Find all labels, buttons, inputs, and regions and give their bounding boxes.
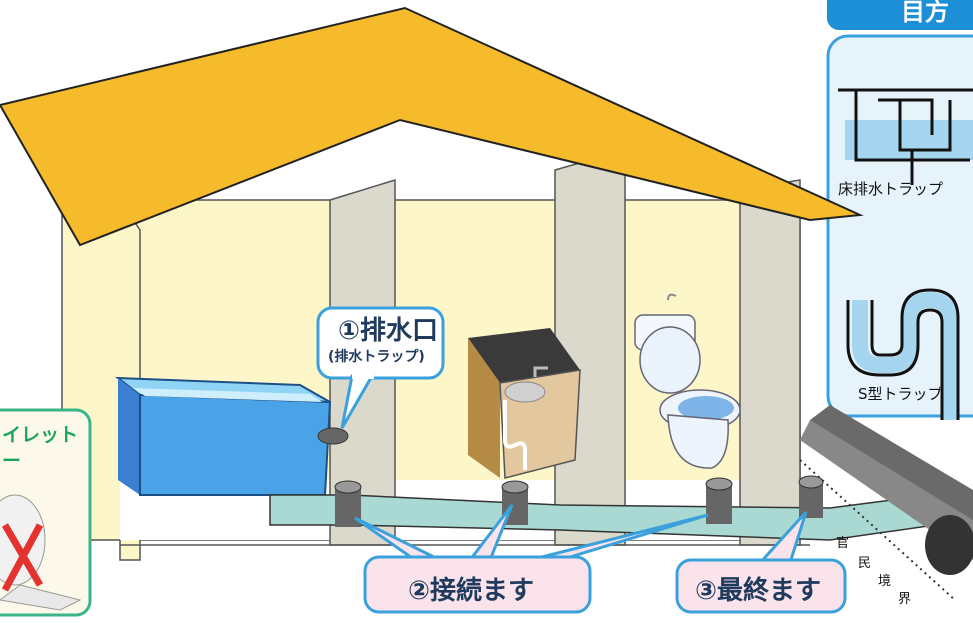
callout-connect-label: ②接続ます: [408, 576, 535, 606]
boundary-char-4: 界: [898, 592, 912, 607]
left-panel-title-2: ー: [2, 450, 22, 472]
partition-3: [739, 179, 801, 546]
no-mark-icon: [1, 523, 44, 592]
callout-final-bubble: [675, 510, 847, 614]
boundary-line: [799, 459, 956, 601]
callout-drain-main: ①排水口: [338, 316, 439, 346]
trap-panel-header: 目方: [901, 0, 949, 26]
bathtub-icon: [114, 376, 332, 496]
connect-masu-3-icon: [705, 477, 733, 524]
final-masu-icon: [798, 475, 824, 518]
sewer-main-icon: [800, 405, 973, 575]
boundary-char-2: 民: [858, 556, 872, 571]
connect-masu-2-icon: [501, 480, 529, 525]
partition-2: [554, 149, 626, 546]
floor-drain-grate-icon: [317, 427, 349, 445]
callout-connect-bubble: [354, 504, 709, 614]
floor-drain-trap-label: 床排水トラップ: [838, 180, 944, 198]
connect-masu-1-icon: [334, 480, 362, 527]
trap-panel-header-bg: [827, 0, 973, 30]
vanity-sink-icon: [468, 328, 581, 479]
boundary-char-3: 境: [878, 574, 892, 589]
left-panel-title-1: イレット: [2, 424, 79, 446]
s-trap-label: S型トラップ: [858, 385, 943, 403]
floor-drain-trap-icon: [838, 88, 973, 185]
toilet-icon: [634, 293, 741, 469]
callout-drain-sub: (排水トラップ): [328, 349, 425, 365]
boundary-char-1: 官: [836, 536, 850, 551]
callout-final-label: ③最終ます: [695, 576, 822, 606]
s-trap-icon: [846, 288, 960, 420]
callout-drain-bubble: [316, 306, 445, 429]
left-panel: [0, 408, 92, 617]
roof: [0, 6, 864, 247]
